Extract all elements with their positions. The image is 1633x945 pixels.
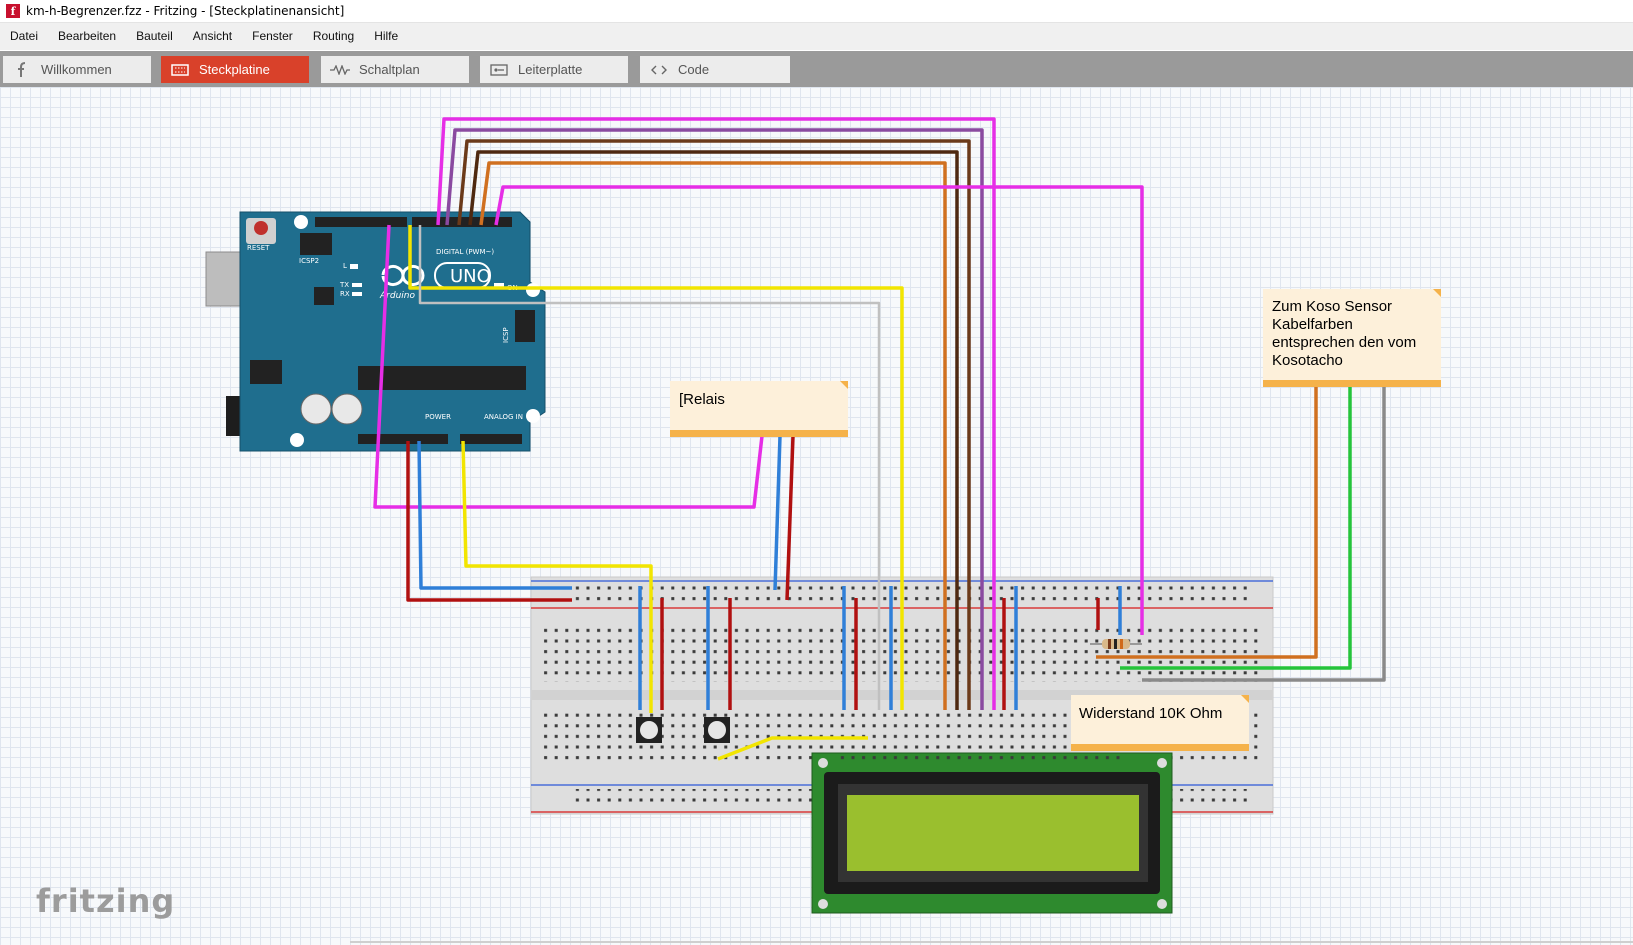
arduino-uno-board[interactable] — [205, 211, 546, 452]
breadboard-canvas[interactable]: RESET ICSP2 DIGITAL (PWM~) UNO Arduino O… — [0, 87, 1633, 945]
tab-label: Code — [678, 62, 710, 77]
l-led-label: L — [343, 262, 347, 270]
wires[interactable] — [373, 117, 1386, 761]
menu-ansicht[interactable]: Ansicht — [192, 29, 233, 43]
uno-logo-text: UNO — [450, 266, 491, 287]
note-koso-line-2: Kabelfarben — [1272, 316, 1353, 333]
view-tab-bar: Willkommen Steckplatine Schaltplan Leite… — [0, 51, 1633, 87]
note-relais-text: [Relais — [679, 391, 725, 408]
schematic-icon — [329, 64, 351, 75]
menu-hilfe[interactable]: Hilfe — [374, 29, 399, 43]
code-icon — [648, 64, 670, 76]
analog-in-label: ANALOG IN — [484, 413, 523, 421]
menu-bearbeiten[interactable]: Bearbeiten — [58, 29, 117, 43]
fritzing-f-icon — [11, 61, 33, 78]
menu-bauteil[interactable]: Bauteil — [136, 29, 173, 43]
circuit-drawing: RESET ICSP2 DIGITAL (PWM~) UNO Arduino O… — [205, 117, 1441, 914]
note-relais[interactable] — [670, 381, 848, 437]
power-label: POWER — [425, 413, 451, 421]
tab-label: Leiterplatte — [518, 62, 583, 77]
reset-label: RESET — [247, 244, 270, 252]
note-koso-line-3: entsprechen den vom — [1272, 334, 1416, 351]
tab-leiterplatte[interactable]: Leiterplatte — [480, 56, 628, 83]
potentiometer-1[interactable] — [636, 717, 662, 743]
icsp2-label: ICSP2 — [299, 257, 319, 265]
tab-label: Willkommen — [41, 62, 112, 77]
digital-label: DIGITAL (PWM~) — [436, 248, 494, 256]
lcd-display[interactable] — [811, 752, 1173, 914]
tx-led-label: TX — [339, 281, 349, 289]
fritzing-logo: fritzing — [36, 882, 176, 920]
status-divider — [350, 941, 1633, 943]
fritzing-app-icon: f — [6, 4, 20, 18]
note-koso-sensor[interactable] — [1263, 289, 1441, 387]
tab-label: Schaltplan — [359, 62, 420, 77]
tab-label: Steckplatine — [199, 62, 270, 77]
window-title: km-h-Begrenzer.fzz - Fritzing - [Steckpl… — [26, 4, 345, 18]
potentiometer-2[interactable] — [704, 717, 730, 743]
menu-bar: Datei Bearbeiten Bauteil Ansicht Fenster… — [0, 23, 1633, 50]
rx-led-label: RX — [340, 290, 350, 298]
menu-fenster[interactable]: Fenster — [252, 29, 293, 43]
tab-schaltplan[interactable]: Schaltplan — [321, 56, 469, 83]
note-koso-line-4: Kosotacho — [1272, 352, 1343, 369]
menu-datei[interactable]: Datei — [10, 29, 39, 43]
breadboard-icon — [169, 63, 191, 76]
title-bar: f km-h-Begrenzer.fzz - Fritzing - [Steck… — [0, 0, 1633, 23]
note-koso-line-1: Zum Koso Sensor — [1272, 298, 1392, 315]
pcb-icon — [488, 63, 510, 76]
icsp-label: ICSP — [502, 327, 510, 343]
tab-willkommen[interactable]: Willkommen — [3, 56, 151, 83]
note-widerstand-text: Widerstand 10K Ohm — [1079, 705, 1222, 722]
tab-steckplatine[interactable]: Steckplatine — [161, 56, 309, 83]
resistor-10k[interactable] — [1090, 639, 1142, 649]
tab-code[interactable]: Code — [640, 56, 790, 83]
note-widerstand[interactable] — [1071, 695, 1249, 751]
arduino-brand-text: Arduino — [379, 291, 415, 301]
menu-routing[interactable]: Routing — [312, 29, 355, 43]
